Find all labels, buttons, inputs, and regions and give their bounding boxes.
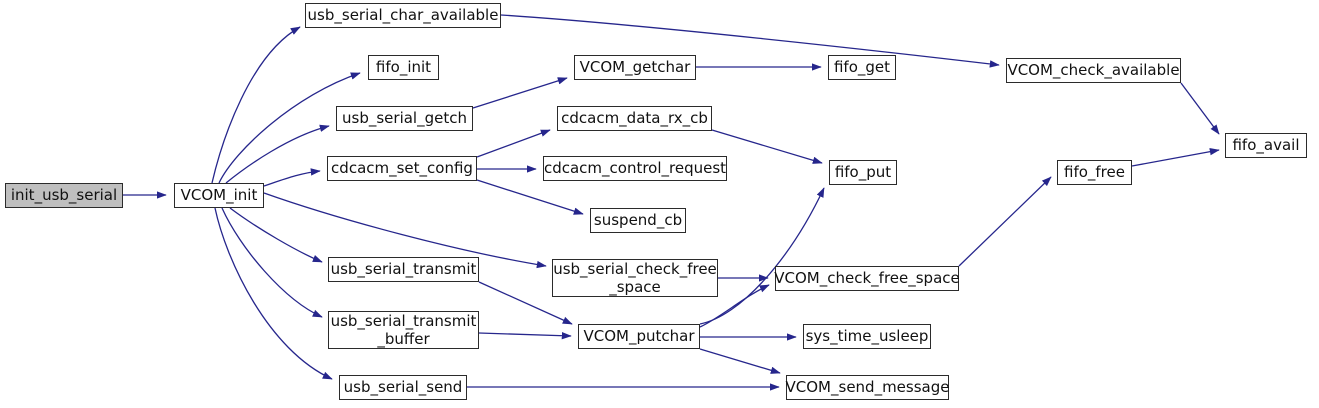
edge-VCOM_init-to-usb_serial_getch	[225, 124, 330, 184]
edge-VCOM_init-to-usb_serial_transmit	[229, 207, 323, 263]
graph-node-usb_serial_send[interactable]: usb_serial_send	[339, 375, 467, 400]
edge-cdcacm_set_config-to-suspend_cb	[476, 179, 584, 215]
graph-node-cdcacm_set_config[interactable]: cdcacm_set_config	[327, 156, 477, 181]
edge-fifo_free-to-fifo_avail	[1131, 148, 1220, 167]
graph-node-cdcacm_data_rx_cb[interactable]: cdcacm_data_rx_cb	[557, 106, 712, 131]
edge-VCOM_check_available-to-fifo_avail	[1180, 82, 1220, 135]
graph-node-VCOM_send_message[interactable]: VCOM_send_message	[786, 375, 949, 400]
graph-node-fifo_get[interactable]: fifo_get	[828, 55, 896, 80]
graph-node-cdcacm_control_request[interactable]: cdcacm_control_request	[543, 156, 727, 181]
graph-node-usb_serial_check_free_space[interactable]: usb_serial_check_free _space	[552, 259, 718, 297]
edge-VCOM_check_free_space-to-fifo_free	[958, 176, 1052, 267]
graph-node-init_usb_serial[interactable]: init_usb_serial	[5, 183, 123, 208]
graph-node-fifo_init[interactable]: fifo_init	[368, 55, 439, 80]
graph-node-VCOM_getchar[interactable]: VCOM_getchar	[574, 55, 696, 80]
edge-VCOM_init-to-usb_serial_send	[214, 207, 333, 380]
edge-usb_serial_getch-to-VCOM_getchar	[472, 77, 568, 109]
graph-node-usb_serial_transmit[interactable]: usb_serial_transmit	[328, 257, 479, 282]
graph-node-usb_serial_char_available[interactable]: usb_serial_char_available	[305, 3, 501, 28]
edge-usb_serial_transmit_buffer-to-VCOM_putchar	[478, 332, 572, 340]
edge-VCOM_putchar-to-VCOM_send_message	[699, 348, 781, 374]
edge-VCOM_init-to-usb_serial_check_free_space	[263, 192, 547, 269]
graph-node-VCOM_check_available[interactable]: VCOM_check_available	[1006, 58, 1181, 83]
graph-node-VCOM_putchar[interactable]: VCOM_putchar	[578, 324, 700, 349]
graph-node-sys_time_usleep[interactable]: sys_time_usleep	[803, 324, 931, 349]
graph-node-fifo_avail[interactable]: fifo_avail	[1225, 133, 1307, 158]
graph-node-VCOM_init[interactable]: VCOM_init	[174, 183, 264, 208]
edge-VCOM_init-to-usb_serial_char_available	[211, 26, 301, 184]
edge-cdcacm_data_rx_cb-to-fifo_put	[711, 129, 823, 164]
graph-node-usb_serial_getch[interactable]: usb_serial_getch	[336, 106, 473, 131]
graph-node-fifo_free[interactable]: fifo_free	[1057, 160, 1132, 185]
edge-VCOM_init-to-cdcacm_set_config	[263, 168, 321, 187]
edge-cdcacm_set_config-to-cdcacm_data_rx_cb	[476, 129, 551, 158]
graph-node-usb_serial_transmit_buffer[interactable]: usb_serial_transmit _buffer	[328, 311, 479, 349]
graph-node-VCOM_check_free_space[interactable]: VCOM_check_free_space	[774, 266, 960, 291]
graph-node-fifo_put[interactable]: fifo_put	[829, 160, 897, 185]
graph-node-suspend_cb[interactable]: suspend_cb	[590, 208, 686, 233]
edge-VCOM_putchar-to-fifo_put	[699, 187, 825, 325]
edge-VCOM_init-to-usb_serial_transmit_buffer	[221, 207, 323, 318]
